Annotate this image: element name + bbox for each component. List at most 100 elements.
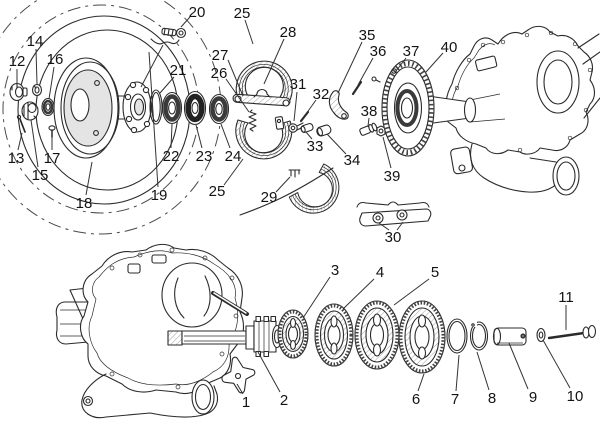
spring-26: [248, 109, 257, 132]
part-number: 2: [280, 392, 288, 409]
part-label-36: 36: [357, 43, 387, 86]
roller-33: [300, 123, 314, 133]
leader-line: [305, 131, 313, 140]
leader-line: [159, 76, 175, 94]
part-number: 35: [359, 27, 376, 44]
housing-bottom: [55, 243, 249, 419]
part-label-28: 28: [263, 24, 297, 85]
part-label-27: 27: [212, 47, 244, 97]
gear-6: [398, 300, 446, 374]
part-number: 22: [163, 148, 180, 165]
bracket-30: [356, 201, 432, 227]
part-label-9: 9: [508, 342, 537, 406]
leader-line: [455, 354, 460, 392]
part-number: 21: [170, 62, 187, 79]
part-number: 29: [261, 189, 278, 206]
part-label-33: 33: [305, 131, 323, 155]
part-number: 30: [385, 229, 402, 246]
part-number: 25: [209, 183, 226, 200]
part-label-20: 20: [180, 4, 206, 28]
screw-11: [547, 324, 597, 340]
part-number: 4: [376, 264, 384, 281]
bearing-22: [161, 91, 183, 125]
part-label-8: 8: [476, 351, 496, 407]
part-number: 24: [225, 148, 242, 165]
leader-line: [367, 117, 370, 127]
gear-5: [354, 300, 400, 370]
leader-line: [244, 19, 254, 45]
part-label-2: 2: [257, 351, 288, 409]
leader-line: [293, 91, 298, 122]
part-number: 13: [8, 150, 25, 167]
leader-line: [48, 66, 55, 100]
leader-line: [223, 158, 244, 186]
part-number: 11: [558, 289, 574, 306]
part-number: 16: [47, 51, 64, 68]
part-label-3: 3: [302, 262, 339, 319]
leader-line: [382, 136, 392, 169]
hub-flange: [117, 81, 152, 134]
part-label-12: 12: [9, 53, 25, 84]
leader-line: [275, 176, 291, 193]
part-label-23: 23: [195, 124, 213, 165]
part-label-38: 38: [361, 103, 378, 127]
part-number: 36: [370, 43, 387, 60]
brake-cam-27: [232, 93, 291, 107]
leader-line: [305, 99, 317, 115]
part-label-7: 7: [451, 354, 460, 408]
part-label-39: 39: [382, 136, 400, 185]
part-label-30: 30: [378, 221, 404, 246]
bolt-38: [359, 122, 378, 136]
washer-16: [41, 97, 55, 117]
part-label-14: 14: [27, 33, 43, 85]
part-number: 7: [451, 391, 459, 408]
part-number: 34: [344, 152, 361, 169]
leader-line: [417, 373, 425, 392]
leader-line: [17, 132, 23, 151]
part-label-10: 10: [542, 339, 583, 405]
part-label-11: 11: [558, 289, 574, 330]
seal-23: [183, 90, 207, 126]
cross-piece-1: [221, 356, 256, 394]
part-number: 25: [234, 5, 251, 22]
leader-line: [148, 51, 159, 188]
part-number: 28: [280, 24, 297, 41]
part-label-34: 34: [326, 133, 361, 169]
part-number: 27: [212, 47, 229, 64]
lever-35: [328, 90, 349, 120]
part-number: 15: [32, 167, 49, 184]
part-label-1: 1: [236, 383, 250, 411]
leader-line: [542, 339, 571, 389]
adjuster-post: [274, 116, 285, 130]
part-label-31: 31: [290, 76, 306, 122]
castle-nut-12: [9, 82, 28, 102]
leader-line: [170, 123, 173, 149]
part-number: 20: [189, 4, 206, 21]
leader-line: [342, 278, 375, 310]
part-number: 5: [431, 264, 439, 281]
brake-shoe-fragment: [239, 161, 351, 225]
leader-line: [396, 221, 404, 231]
part-label-22: 22: [163, 123, 180, 165]
bearing-24: [208, 93, 230, 125]
part-number: 1: [242, 394, 250, 411]
screw-17: [48, 125, 56, 138]
omega-clip-28: [253, 89, 271, 98]
leader-line: [337, 41, 363, 94]
part-label-16: 16: [47, 51, 64, 100]
part-label-29: 29: [261, 176, 291, 206]
part-label-19: 19: [148, 51, 167, 204]
leader-line: [302, 276, 331, 319]
part-label-13: 13: [8, 132, 25, 167]
brake-drum: [53, 57, 120, 159]
part-label-6: 6: [412, 373, 425, 408]
part-number: 23: [196, 148, 213, 165]
leader-line: [227, 59, 244, 97]
leader-line: [35, 48, 38, 85]
leader-line: [378, 222, 390, 231]
leader-line: [257, 351, 281, 393]
part-number: 38: [361, 103, 378, 120]
leader-line: [236, 383, 244, 395]
bolt-20: [161, 27, 187, 39]
